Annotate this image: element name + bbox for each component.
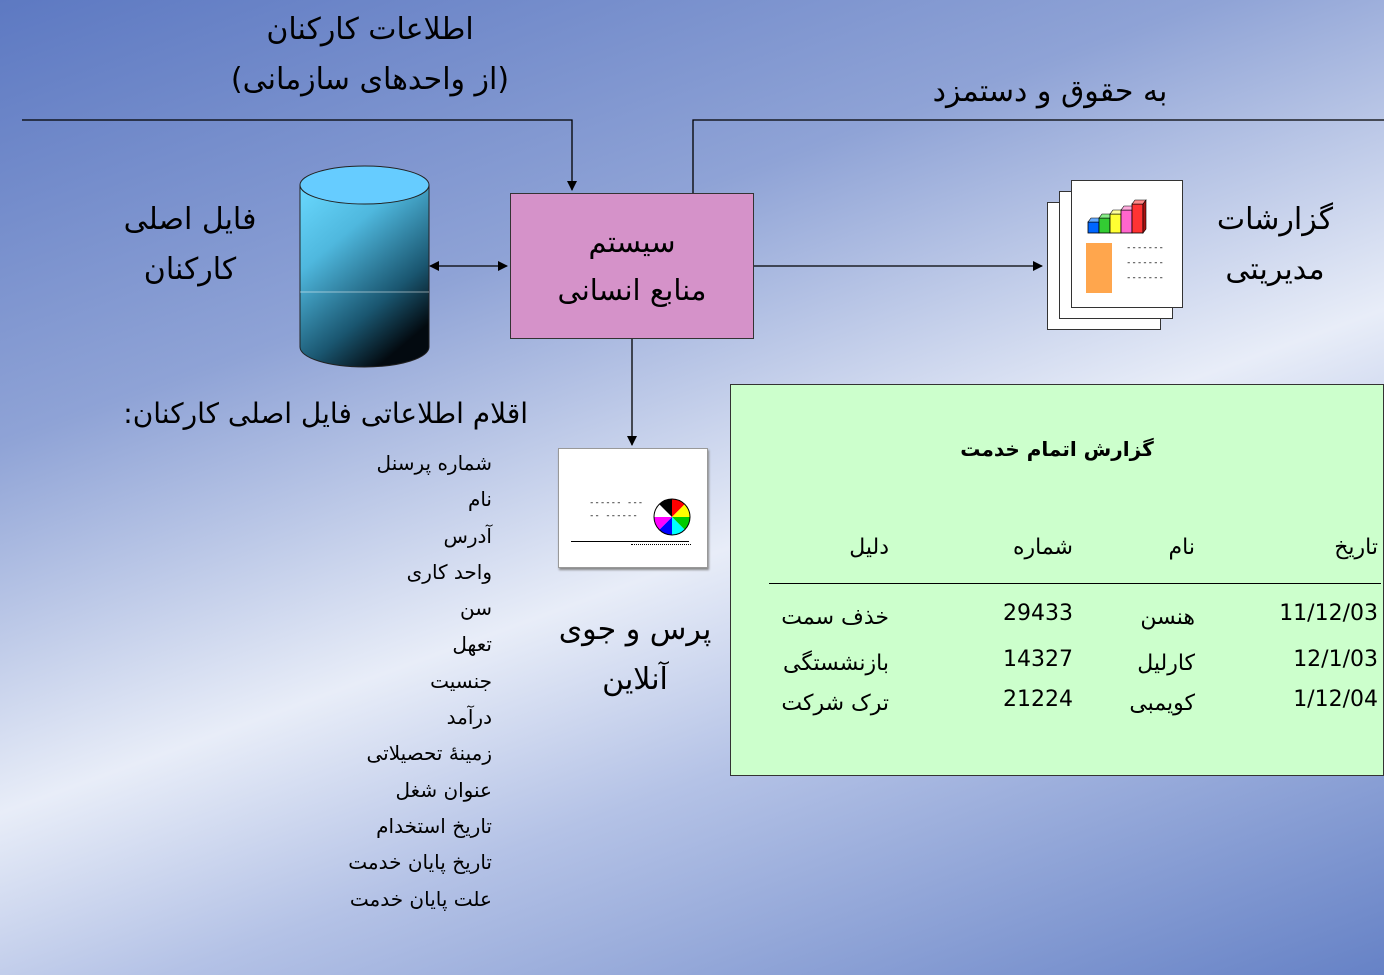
employee-info-line2: (از واحدهای سازمانی): [230, 62, 510, 97]
bar-chart-icon: [1087, 199, 1147, 234]
list-item: تعهل: [452, 632, 492, 657]
list-item: سن: [460, 596, 492, 621]
master-file-items-heading: اقلام اطلاعاتی فایل اصلی کارکنان:: [123, 397, 528, 430]
employee-info-line1: اطلاعات کارکنان: [266, 12, 474, 47]
report-icon-lines: ------- ------- -------: [1126, 243, 1164, 283]
column-header-reason: دلیل: [849, 535, 889, 560]
list-item: آدرس: [443, 523, 492, 548]
cell-name: کارلیل: [1137, 651, 1195, 676]
list-item: عنوان شغل: [395, 777, 492, 802]
online-query-line2: آنلاین: [602, 662, 668, 697]
payroll-label: به حقوق و دستمزد: [932, 74, 1168, 109]
master-file-line1: فایل اصلی: [123, 202, 257, 237]
list-item: واحد کاری: [406, 559, 492, 584]
cell-date: 12/1/03: [1293, 647, 1378, 672]
report-title: گزارش اتمام خدمت: [960, 437, 1154, 461]
column-header-number: شماره: [1012, 535, 1073, 560]
hr-system-box: سیستم منابع انسانی: [510, 193, 754, 339]
list-item: جنسیت: [430, 668, 492, 693]
column-header-name: نام: [1168, 535, 1195, 560]
management-reports-label: گزارشات مدیریتی: [1195, 195, 1355, 295]
termination-report-panel: گزارش اتمام خدمت تاریخ نام شماره دلیل 11…: [730, 384, 1384, 776]
database-icon: [299, 165, 430, 368]
cell-name: هنسن: [1140, 605, 1195, 630]
online-query-label: پرس و جوی آنلاین: [540, 605, 730, 705]
pie-chart-icon: [653, 498, 691, 536]
cell-date: 11/12/03: [1279, 601, 1378, 626]
list-item: نام: [467, 487, 492, 512]
column-header-date: تاریخ: [1334, 535, 1378, 560]
online-query-icon: ------ --- -- ------: [558, 448, 708, 568]
cell-name: کویمبی: [1129, 691, 1195, 716]
list-item: زمینۀ تحصیلاتی: [366, 741, 492, 766]
master-file-label: فایل اصلی کارکنان: [100, 195, 280, 295]
cell-number: 29433: [1003, 601, 1073, 626]
query-icon-lines: ------ --- -- ------: [589, 498, 644, 521]
list-item: درآمد: [446, 705, 492, 730]
hr-system-line2: منابع انسانی: [557, 273, 707, 307]
employee-info-label: اطلاعات کارکنان (از واحدهای سازمانی): [200, 5, 540, 105]
management-reports-line2: مدیریتی: [1225, 252, 1325, 287]
list-item: تاریخ استخدام: [376, 813, 492, 838]
input-arrow: [22, 119, 577, 191]
header-divider: [769, 583, 1381, 584]
cell-reason: ترک شرکت: [781, 691, 889, 716]
reports-icon: ------- ------- -------: [1047, 180, 1183, 330]
cell-number: 14327: [1003, 647, 1073, 672]
cell-reason: بازنشستگی: [783, 651, 889, 676]
list-item: تاریخ پایان خدمت: [348, 850, 492, 875]
list-item: علت پایان خدمت: [349, 886, 492, 911]
list-item: شماره پرسنل: [376, 451, 492, 475]
cell-number: 21224: [1003, 687, 1073, 712]
cell-date: 1/12/04: [1293, 687, 1378, 712]
online-query-line1: پرس و جوی: [558, 612, 712, 647]
master-file-line2: کارکنان: [143, 252, 237, 287]
master-file-items-list: شماره پرسنل نام آدرس واحد کاری سن تعهل ج…: [348, 445, 492, 917]
payroll-line: [692, 119, 1384, 193]
cell-reason: خذف سمت: [781, 605, 889, 630]
hr-system-line1: سیستم: [588, 225, 676, 259]
management-reports-line1: گزارشات: [1216, 202, 1334, 237]
